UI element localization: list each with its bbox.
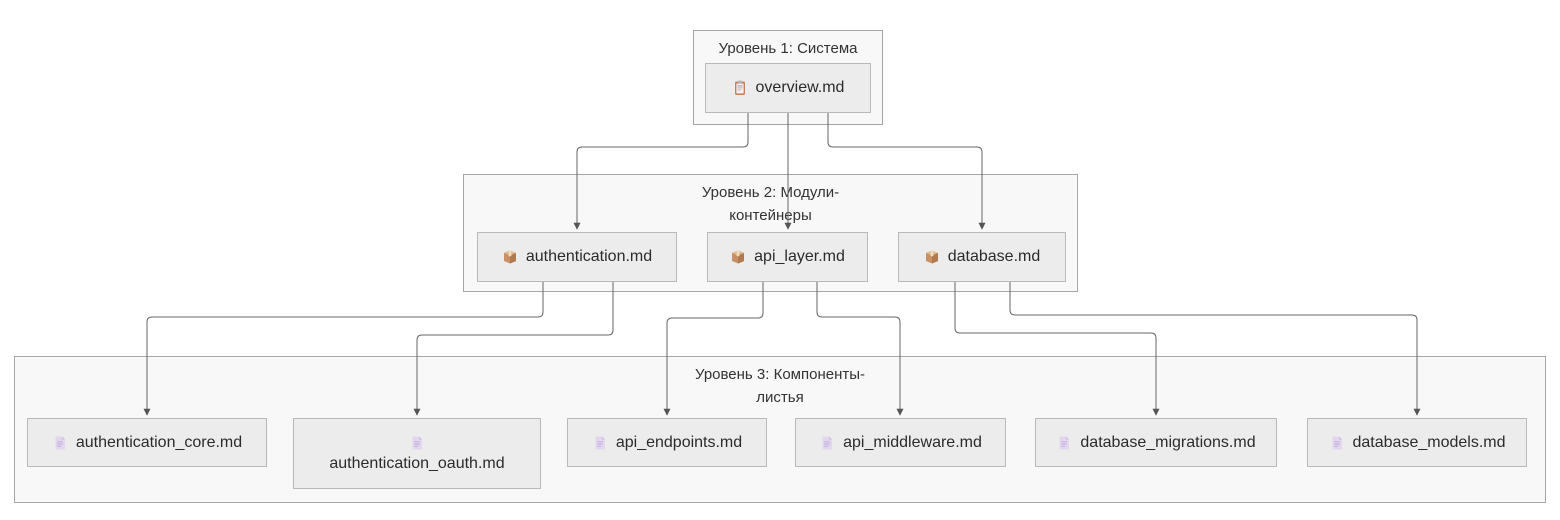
- edge-authentication-oauth: [413, 282, 614, 416]
- node-label: authentication_oauth.md: [329, 454, 505, 472]
- node-overview[interactable]: overview.md: [705, 63, 871, 113]
- node-database-models[interactable]: database_models.md: [1307, 418, 1527, 467]
- cluster-title-line: Уровень 1: Система: [718, 40, 858, 57]
- node-label: api_middleware.md: [843, 433, 982, 451]
- node-label: authentication_core.md: [75, 433, 243, 451]
- node-api-middleware[interactable]: api_middleware.md: [795, 418, 1006, 467]
- package-icon: [924, 249, 940, 265]
- node-authentication-core[interactable]: authentication_core.md: [27, 418, 267, 467]
- edge-database-models: [1009, 282, 1421, 416]
- page-icon: [592, 435, 608, 451]
- clipboard-icon: [732, 80, 748, 96]
- node-label: database_migrations.md: [1080, 433, 1256, 451]
- cluster-title-line: листья: [756, 389, 804, 406]
- node-label: api_layer.md: [754, 248, 845, 265]
- cluster-title-line: Уровень 2: Модули-: [701, 184, 840, 201]
- cluster-level3: Уровень 3: Компоненты- листья: [14, 356, 1546, 503]
- node-database-migrations[interactable]: database_migrations.md: [1035, 418, 1277, 467]
- node-database[interactable]: database.md: [898, 232, 1066, 282]
- node-label: database_models.md: [1352, 433, 1506, 451]
- edge-overview-database: [827, 113, 986, 230]
- node-api-endpoints[interactable]: api_endpoints.md: [567, 418, 767, 467]
- node-label: api_endpoints.md: [615, 433, 743, 451]
- node-label: overview.md: [755, 79, 845, 96]
- cluster-title-line: контейнеры: [729, 207, 812, 224]
- page-icon: [819, 435, 835, 451]
- page-icon: [409, 435, 425, 451]
- cluster-title-line: Уровень 3: Компоненты-: [694, 366, 866, 383]
- node-authentication[interactable]: authentication.md: [477, 232, 677, 282]
- edge-api-endpoints: [663, 282, 764, 416]
- edge-overview-authentication: [573, 113, 749, 230]
- page-icon: [52, 435, 68, 451]
- package-icon: [730, 249, 746, 265]
- edge-database-migrations: [954, 282, 1160, 416]
- page-icon: [1329, 435, 1345, 451]
- package-icon: [502, 249, 518, 265]
- node-api-layer[interactable]: api_layer.md: [707, 232, 868, 282]
- cluster-level2-title: Уровень 2: Модули- контейнеры: [464, 181, 1077, 227]
- edge-authentication-core: [143, 282, 544, 416]
- cluster-level1-title: Уровень 1: Система: [694, 37, 882, 60]
- edge-api-middleware: [816, 282, 904, 416]
- node-label: authentication.md: [525, 248, 653, 265]
- node-label: database.md: [947, 248, 1041, 265]
- page-icon: [1056, 435, 1072, 451]
- node-authentication-oauth[interactable]: authentication_oauth.md: [293, 418, 541, 489]
- cluster-level3-title: Уровень 3: Компоненты- листья: [15, 363, 1545, 409]
